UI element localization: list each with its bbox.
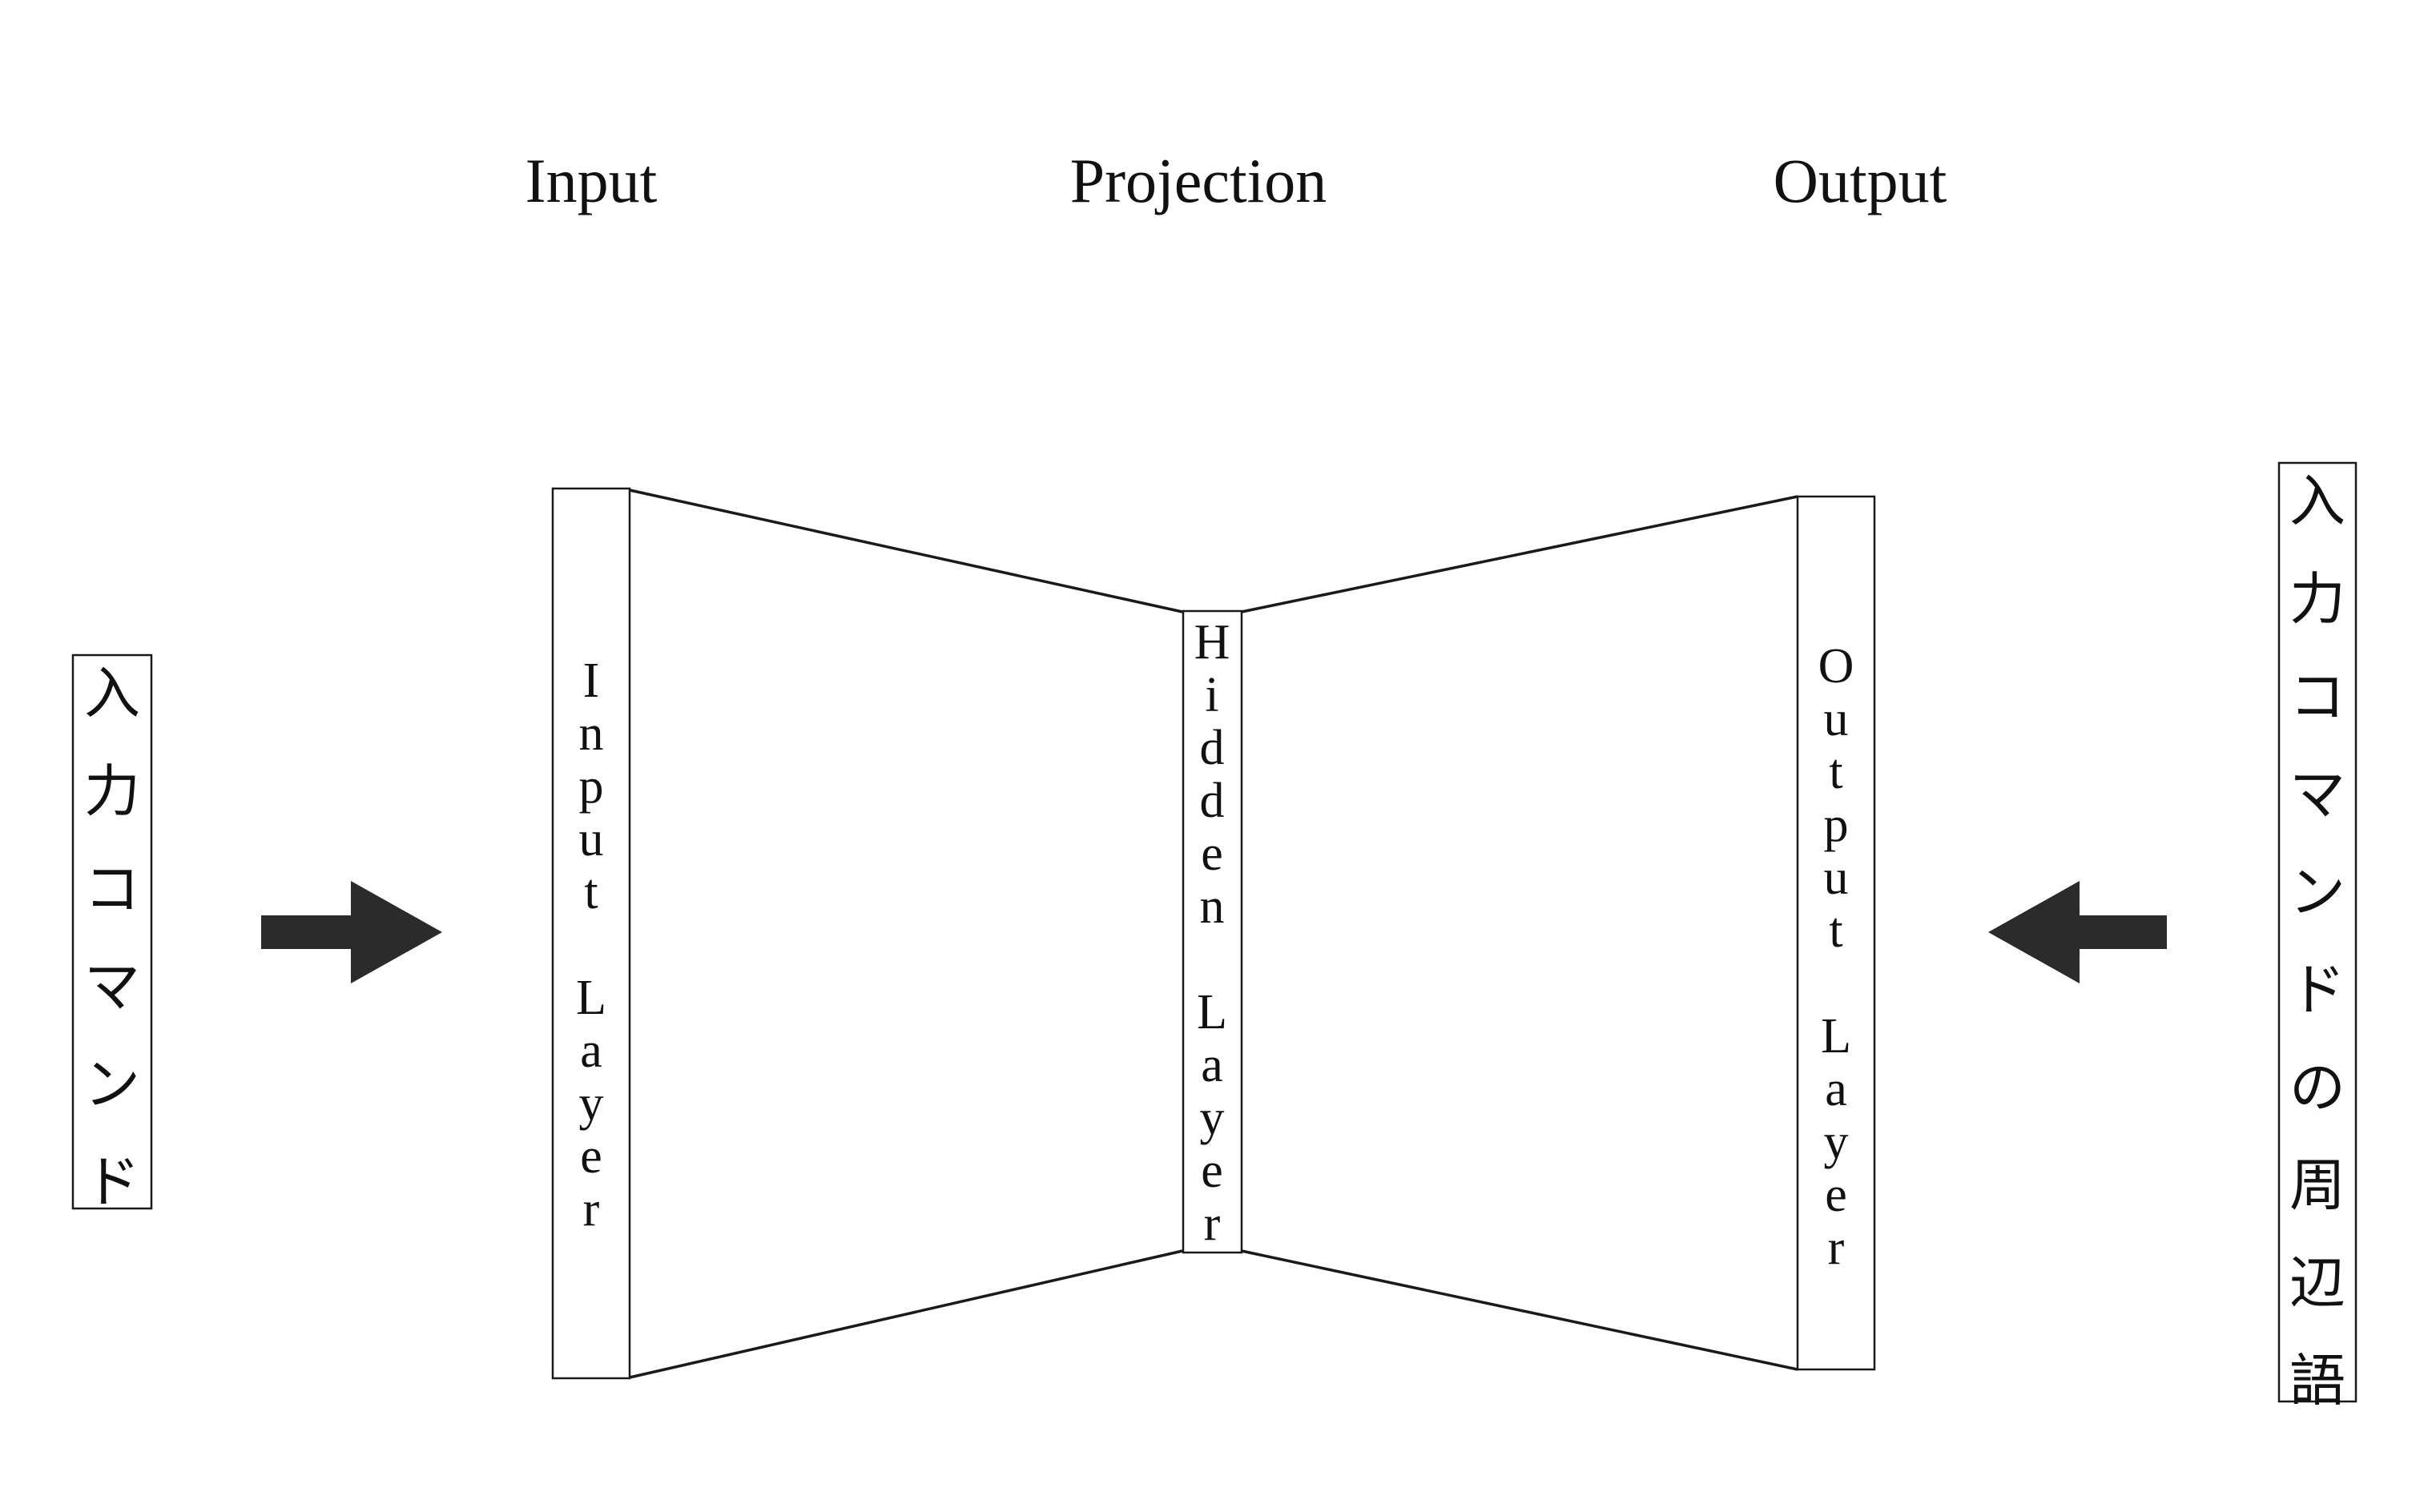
header-output: Output (1774, 146, 1947, 215)
header-projection: Projection (1070, 146, 1327, 215)
header-input: Input (525, 146, 658, 215)
right-term-label: 入力コマンドの周辺語 (2289, 468, 2345, 1413)
hidden-layer-box (1182, 609, 1243, 1254)
left-arrow-icon (1988, 881, 2167, 983)
right-term-box (2277, 461, 2358, 1403)
left-term-label: 入力コマンド (84, 661, 140, 1215)
edge-input-hidden-bottom (629, 1249, 1183, 1379)
edge-hidden-output-bottom (1241, 1249, 1798, 1371)
left-term-box (71, 653, 153, 1210)
right-arrow-icon (261, 881, 442, 983)
output-layer-box (1796, 495, 1876, 1371)
edge-input-hidden-top (629, 489, 1183, 613)
edge-hidden-output-top (1241, 495, 1798, 613)
input-layer-box (551, 487, 631, 1380)
